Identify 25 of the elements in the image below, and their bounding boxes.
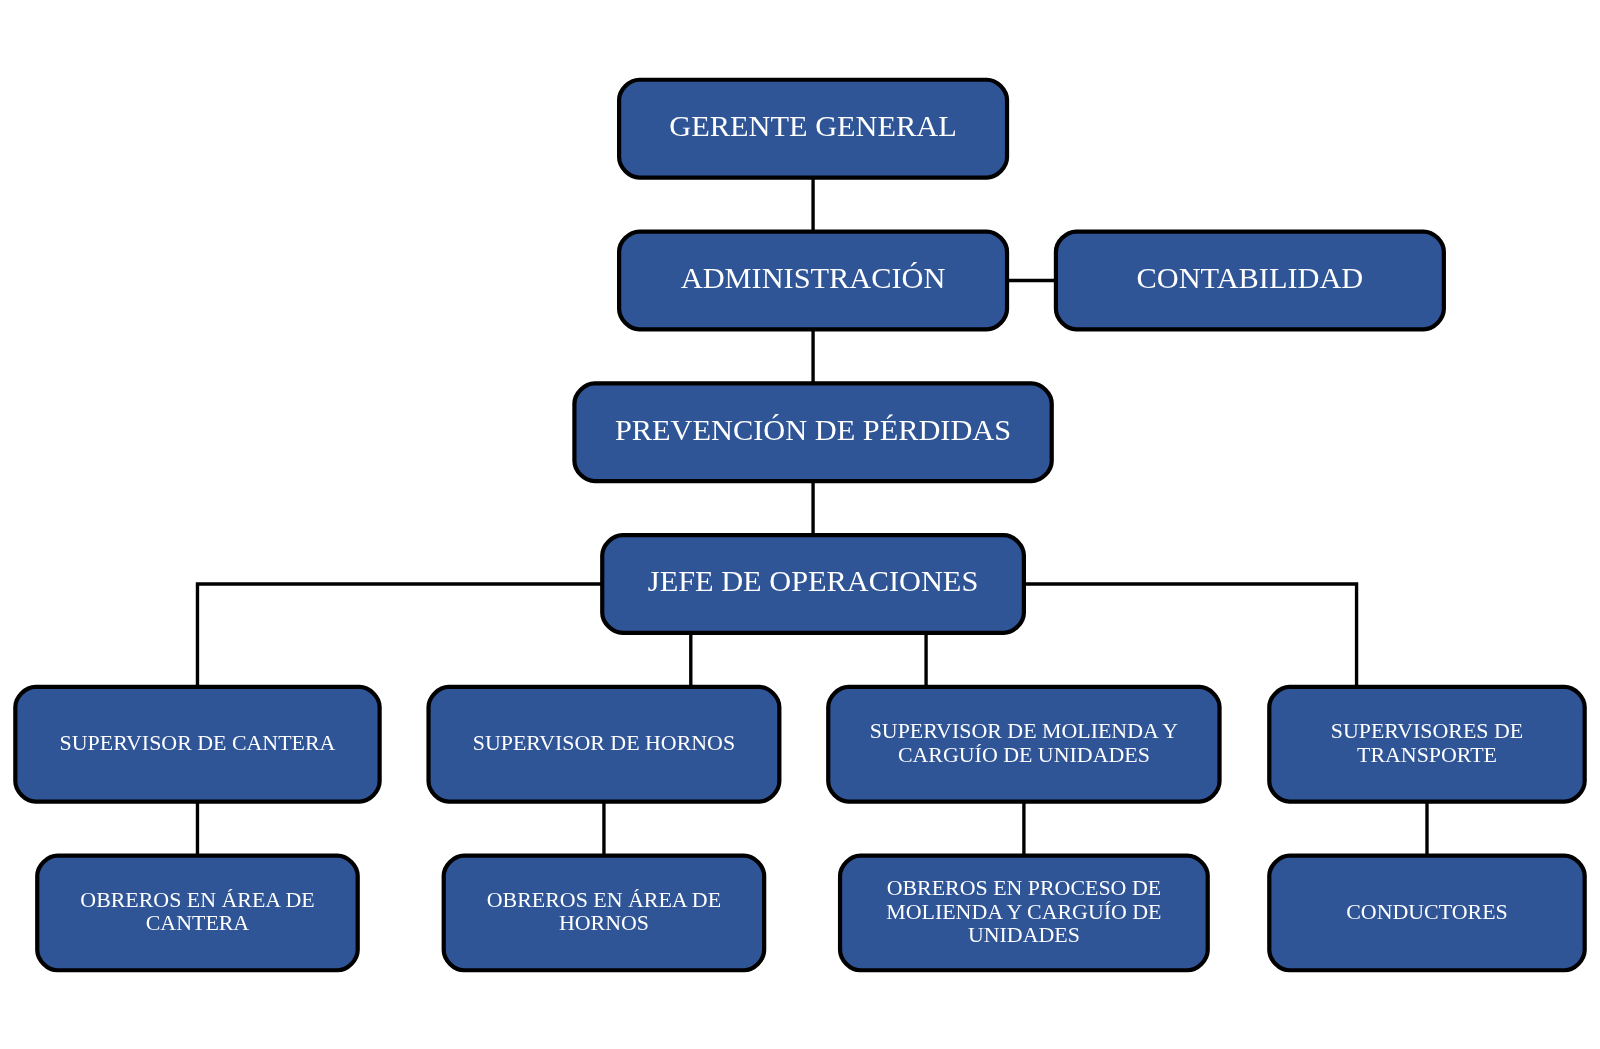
connector — [1024, 581, 1359, 687]
connector — [195, 801, 200, 855]
node-box: OBREROS EN PROCESO DE MOLIENDA Y CARGUÍO DE UNIDADES — [837, 852, 1210, 972]
connector — [811, 481, 815, 535]
connector — [811, 329, 815, 383]
node-box: OBREROS EN ÁREA DE HORNOS — [441, 852, 767, 972]
node-box: SUPERVISOR DE CANTERA — [13, 684, 382, 804]
node-box: SUPERVISOR DE HORNOS — [426, 684, 782, 804]
connector — [1022, 801, 1026, 855]
node-box: ADMINISTRACIÓN — [617, 228, 1010, 331]
connector — [811, 177, 815, 231]
connector — [1007, 278, 1056, 282]
connector — [689, 632, 693, 687]
node-box: SUPERVISOR DE MOLIENDA Y CARGUÍO DE UNIDADES — [826, 684, 1222, 804]
connector — [1425, 801, 1429, 855]
node-box: PREVENCIÓN DE PÉRDIDAS — [572, 380, 1054, 483]
connector — [602, 801, 606, 855]
connector — [924, 632, 928, 687]
node-box: GERENTE GENERAL — [617, 77, 1010, 180]
node-box: JEFE DE OPERACIONES — [600, 532, 1026, 635]
node-box: SUPERVISORES DE TRANSPORTE — [1267, 684, 1587, 804]
node-box: CONDUCTORES — [1267, 852, 1587, 972]
connector — [195, 581, 603, 687]
node-box: CONTABILIDAD — [1053, 228, 1446, 331]
node-box: OBREROS EN ÁREA DE CANTERA — [35, 852, 360, 972]
